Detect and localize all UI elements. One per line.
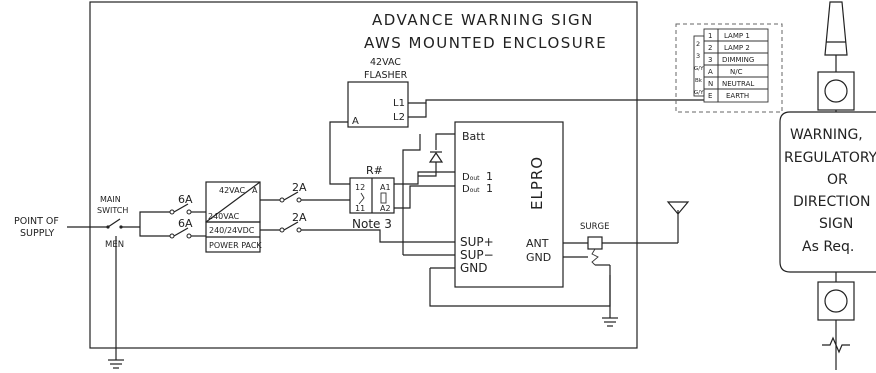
flasher: 42VAC FLASHER A L1 L2 (347, 57, 409, 128)
relay-contact-icon (358, 192, 365, 205)
relay: R# 12 11 A1 A2 Note 3 (349, 164, 395, 231)
enclosure-title-2: AWS MOUNTED ENCLOSURE (364, 34, 607, 52)
breaker-2a-upper-label: 2A (292, 181, 307, 194)
tb-row-4-label: N/C (730, 68, 743, 76)
tb-row-3-num: 3 (708, 56, 712, 64)
tb-row-6-label: EARTH (726, 92, 749, 100)
flasher-pin-a: A (352, 116, 359, 127)
breaker-2a-lower: 2A (279, 211, 307, 233)
flasher-name: FLASHER (364, 70, 408, 81)
flasher-box (347, 81, 409, 128)
terminal-block: 1 LAMP 1 2 LAMP 2 3 DIMMING A N/C N NEUT… (693, 28, 769, 103)
flasher-pin-l1: L1 (393, 98, 405, 109)
elpro-dout-2-num: 1 (486, 182, 493, 195)
relay-pin-a1: A1 (380, 183, 391, 192)
relay-name: R# (366, 164, 383, 177)
antenna-icon (666, 201, 690, 215)
surge-earth-icon (602, 317, 618, 327)
flasher-l2-wire (408, 103, 427, 118)
sign-line-4: DIRECTION (793, 194, 870, 210)
diode-icon (428, 151, 444, 163)
elpro-module: Batt Dout 1 Dout 1 ELPRO SUP+ SUP− GND A… (454, 121, 564, 288)
elpro-ant-gnd: GND (526, 251, 551, 264)
transformer-label-bottom: 240VAC (208, 212, 240, 221)
wire-tag-4: Bk (695, 78, 703, 84)
breaker-6a-lower-label: 6A (178, 217, 193, 230)
sign-line-6: As Req. (802, 239, 854, 255)
relay-note: Note 3 (352, 217, 392, 231)
tb-row-6-num: E (708, 92, 712, 100)
breaker-6a-upper: 6A (169, 193, 193, 215)
breaker-6a-lower: 6A (169, 217, 193, 239)
breaker-2a-lower-label: 2A (292, 211, 307, 224)
elpro-batt: Batt (462, 130, 486, 143)
elpro-dout-2: Dout (462, 184, 480, 195)
batt-wire (435, 133, 455, 150)
relay-pin-12: 12 (355, 183, 365, 192)
main-switch-icon (107, 218, 121, 228)
elpro-gnd: GND (460, 261, 488, 275)
sign-line-3: OR (827, 172, 848, 188)
sign-line-2: REGULATORY (784, 150, 876, 166)
power-pack-line1: 240/24VDC (209, 226, 255, 235)
enclosure-outline (89, 1, 638, 349)
relay-coil-icon (380, 192, 387, 204)
tb-row-1-label: LAMP 1 (724, 32, 750, 40)
elpro-sup-minus: SUP− (460, 248, 494, 262)
tb-row-5-label: NEUTRAL (722, 80, 754, 88)
tb-row-2-label: LAMP 2 (724, 44, 750, 52)
elpro-dout-1: Dout (462, 172, 480, 183)
transformer: 42VAC A 240VAC (205, 181, 261, 223)
sign-board (779, 111, 876, 273)
elpro-name: ELPRO (528, 156, 546, 210)
flasher-pin-l2: L2 (393, 112, 405, 123)
men-earth-icon (108, 359, 124, 369)
point-of-supply-2: SUPPLY (20, 228, 54, 239)
tb-row-3-label: DIMMING (722, 56, 754, 64)
upper-lamp-box (817, 71, 855, 111)
main-switch-2: SWITCH (97, 206, 128, 215)
elpro-box (454, 121, 564, 288)
flasher-a-wire (329, 121, 350, 185)
wire-tag-3: G/Y (694, 66, 704, 72)
tb-row-2-num: 2 (708, 44, 712, 52)
breaker-6a-upper-label: 6A (178, 193, 193, 206)
elpro-dout-1-num: 1 (486, 170, 493, 183)
flasher-l1-wire (408, 99, 704, 104)
lower-lamp-icon (824, 289, 848, 313)
wire-tag-1: 2 (696, 40, 700, 48)
elpro-ant: ANT (526, 237, 549, 250)
elpro-sup-plus: SUP+ (460, 235, 494, 249)
surge-protector-icon (587, 236, 603, 250)
transformer-pin: A (252, 186, 258, 195)
point-of-supply-1: POINT OF (14, 216, 59, 227)
relay-pin-11: 11 (355, 204, 365, 213)
power-pack: 240/24VDC POWER PACK (205, 221, 262, 253)
upper-lamp-hood-icon (824, 1, 848, 56)
tb-row-1-num: 1 (708, 32, 712, 40)
flasher-rating: 42VAC (370, 57, 401, 68)
tb-row-5-num: N (708, 80, 713, 88)
tb-row-4-num: A (708, 68, 713, 76)
post-break-icon (822, 336, 850, 354)
enclosure-title-1: ADVANCE WARNING SIGN (372, 11, 594, 29)
wire-tag-5: G/Y (694, 90, 704, 96)
sign-line-5: SIGN (819, 216, 853, 232)
main-switch-1: MAIN (100, 195, 121, 204)
surge-label: SURGE (580, 222, 609, 232)
transformer-label-top: 42VAC (219, 186, 245, 195)
terminal-block-frame (675, 23, 783, 113)
breaker-2a-upper: 2A (279, 181, 307, 203)
upper-lamp-icon (824, 79, 848, 103)
lower-lamp-box (817, 281, 855, 321)
sign-line-1: WARNING, (790, 127, 863, 143)
relay-pin-a2: A2 (380, 204, 391, 213)
men-label: MEN (105, 240, 124, 250)
power-pack-line2: POWER PACK (209, 241, 262, 250)
wire-tag-2: 3 (696, 52, 700, 60)
